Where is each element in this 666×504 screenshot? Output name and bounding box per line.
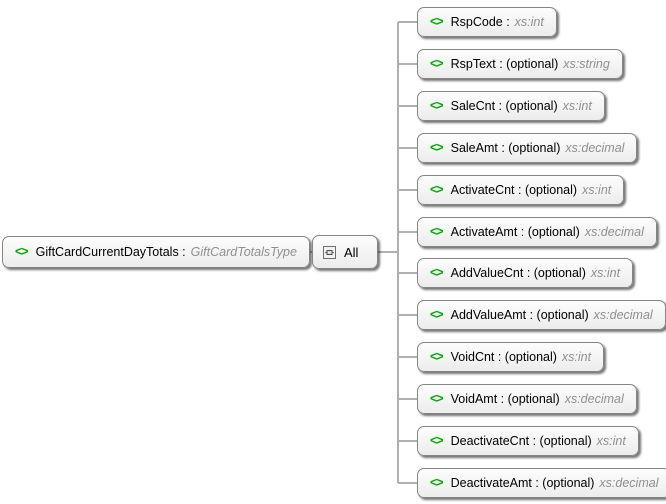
element-icon: <> (430, 224, 444, 239)
element-label: RspCode : (450, 15, 510, 29)
element-node-voidcnt[interactable]: <> VoidCnt : (optional) xs:int (417, 342, 605, 372)
element-node-deactivateamt[interactable]: <> DeactivateAmt : (optional) xs:decimal (417, 468, 666, 498)
compositor-label: All (344, 244, 359, 260)
element-type: xs:int (562, 99, 592, 113)
element-node-rsptext[interactable]: <> RspText : (optional) xs:string (417, 49, 623, 79)
element-type: xs:int (582, 183, 612, 197)
element-type: xs:decimal (584, 225, 644, 239)
element-icon: <> (430, 182, 444, 197)
element-icon: <> (430, 475, 444, 490)
element-node-giftcardcurrentdaytotals[interactable]: <> GiftCardCurrentDayTotals : GiftCardTo… (2, 236, 310, 268)
element-type: xs:decimal (593, 308, 653, 322)
element-icon: <> (430, 56, 444, 71)
element-type: GiftCardTotalsType (190, 245, 297, 259)
element-node-deactivatecnt[interactable]: <> DeactivateCnt : (optional) xs:int (417, 426, 639, 456)
element-label: ActivateCnt : (optional) (450, 183, 578, 197)
element-label: RspText : (optional) (450, 57, 559, 71)
element-type: xs:int (596, 434, 626, 448)
element-label: AddValueAmt : (optional) (450, 308, 589, 322)
element-type: xs:decimal (565, 141, 625, 155)
element-icon: <> (430, 265, 444, 280)
element-type: xs:string (563, 57, 610, 71)
element-node-addvaluecnt[interactable]: <> AddValueCnt : (optional) xs:int (417, 258, 634, 288)
element-icon: <> (430, 140, 444, 155)
element-node-activateamt[interactable]: <> ActivateAmt : (optional) xs:decimal (417, 217, 657, 247)
element-type: xs:decimal (599, 476, 659, 490)
element-type: xs:int (590, 266, 621, 280)
element-label: DeactivateCnt : (optional) (450, 434, 592, 448)
element-label: GiftCardCurrentDayTotals : (35, 245, 186, 259)
element-label: DeactivateAmt : (optional) (450, 476, 595, 490)
all-compositor-node[interactable]: All (312, 235, 378, 269)
all-compositor-icon (323, 245, 336, 259)
element-label: VoidCnt : (optional) (450, 350, 557, 364)
element-icon: <> (15, 244, 29, 259)
element-label: SaleCnt : (optional) (450, 99, 558, 113)
element-node-voidamt[interactable]: <> VoidAmt : (optional) xs:decimal (417, 384, 637, 414)
element-icon: <> (430, 14, 444, 29)
element-icon: <> (430, 391, 444, 406)
element-type: xs:decimal (564, 392, 624, 406)
element-label: SaleAmt : (optional) (450, 141, 561, 155)
element-node-salecnt[interactable]: <> SaleCnt : (optional) xs:int (417, 91, 605, 121)
element-type: xs:int (514, 15, 544, 29)
element-node-activatecnt[interactable]: <> ActivateCnt : (optional) xs:int (417, 175, 625, 205)
element-label: ActivateAmt : (optional) (450, 225, 580, 239)
element-label: AddValueCnt : (optional) (450, 266, 586, 280)
element-node-addvalueamt[interactable]: <> AddValueAmt : (optional) xs:decimal (417, 300, 666, 330)
element-node-saleamt[interactable]: <> SaleAmt : (optional) xs:decimal (417, 133, 638, 163)
element-label: VoidAmt : (optional) (450, 392, 560, 406)
element-node-rspcode[interactable]: <> RspCode : xs:int (417, 7, 557, 37)
element-icon: <> (430, 433, 444, 448)
element-icon: <> (430, 307, 444, 322)
element-icon: <> (430, 98, 444, 113)
element-icon: <> (430, 349, 444, 364)
element-type: xs:int (561, 350, 592, 364)
